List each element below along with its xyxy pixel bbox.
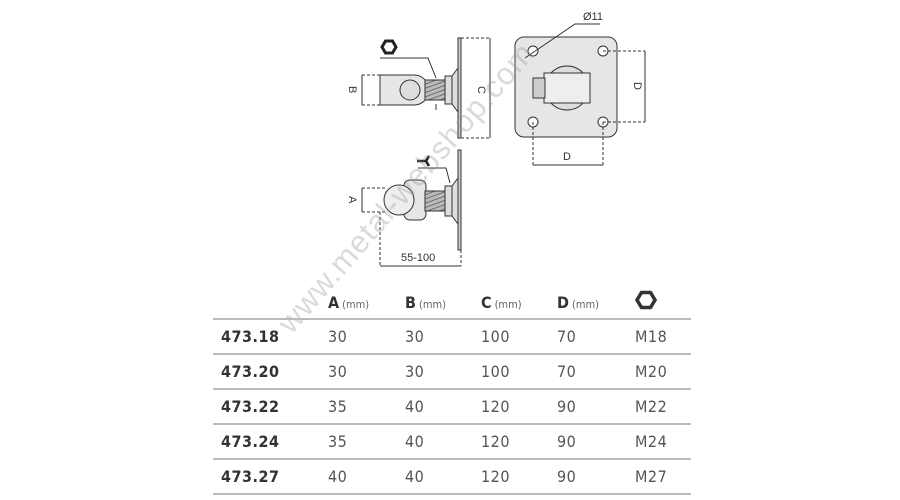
cell-b: 40 xyxy=(405,459,481,495)
cell-code: 473.18 xyxy=(213,319,328,355)
cell-d: 70 xyxy=(557,354,635,390)
cell-b: 40 xyxy=(405,389,481,425)
cell-b: 30 xyxy=(405,354,481,390)
dimension-b-label: B xyxy=(346,86,358,93)
cell-d: 90 xyxy=(557,459,635,495)
header-unit: (mm) xyxy=(494,297,522,311)
plate-front-view xyxy=(514,23,646,166)
header-b: B(mm) xyxy=(405,286,481,320)
cell-code: 473.24 xyxy=(213,424,328,460)
cell-c: 100 xyxy=(481,354,557,390)
cell-c: 120 xyxy=(481,424,557,460)
cell-a: 35 xyxy=(328,389,405,425)
cell-a: 30 xyxy=(328,319,405,355)
cell-code: 473.27 xyxy=(213,459,328,495)
table-header-row: A(mm) B(mm) C(mm) D(mm) xyxy=(213,286,691,320)
cell-thread: M18 xyxy=(635,319,691,355)
cell-b: 30 xyxy=(405,319,481,355)
header-unit: (mm) xyxy=(418,297,446,311)
hex-nut-icon xyxy=(634,290,658,310)
range-label: 55-100 xyxy=(401,252,435,264)
dimension-a-label: A xyxy=(346,196,358,204)
header-letter: D xyxy=(557,292,569,312)
cell-code: 473.22 xyxy=(213,389,328,425)
cell-thread: M27 xyxy=(635,459,691,495)
cell-thread: M24 xyxy=(635,424,691,460)
cell-d: 90 xyxy=(557,424,635,460)
dimension-c-label: C xyxy=(475,86,487,94)
cell-a: 30 xyxy=(328,354,405,390)
header-unit: (mm) xyxy=(571,297,599,311)
cell-d: 70 xyxy=(557,319,635,355)
hex-nut-icon xyxy=(380,39,398,55)
header-d: D(mm) xyxy=(557,286,635,320)
header-c: C(mm) xyxy=(481,286,557,320)
cell-thread: M22 xyxy=(635,389,691,425)
cell-a: 35 xyxy=(328,424,405,460)
header-unit: (mm) xyxy=(342,297,370,311)
header-letter: C xyxy=(481,292,492,312)
header-thread xyxy=(634,286,691,320)
cell-c: 120 xyxy=(481,459,557,495)
cell-b: 40 xyxy=(405,424,481,460)
side-view-top xyxy=(361,37,491,139)
side-view-bottom xyxy=(361,149,462,267)
cell-thread: M20 xyxy=(635,354,691,390)
header-a: A(mm) xyxy=(328,286,405,320)
wrench-icon xyxy=(417,155,431,167)
dimension-d-vertical-label: D xyxy=(631,82,643,90)
cell-a: 40 xyxy=(328,459,405,495)
cell-c: 120 xyxy=(481,389,557,425)
header-code xyxy=(213,286,328,320)
cell-c: 100 xyxy=(481,319,557,355)
header-letter: A xyxy=(328,292,340,312)
hole-diameter-label: Ø11 xyxy=(583,11,603,23)
cell-d: 90 xyxy=(557,389,635,425)
dimension-d-horizontal-label: D xyxy=(563,151,571,163)
cell-code: 473.20 xyxy=(213,354,328,390)
header-letter: B xyxy=(405,292,416,312)
